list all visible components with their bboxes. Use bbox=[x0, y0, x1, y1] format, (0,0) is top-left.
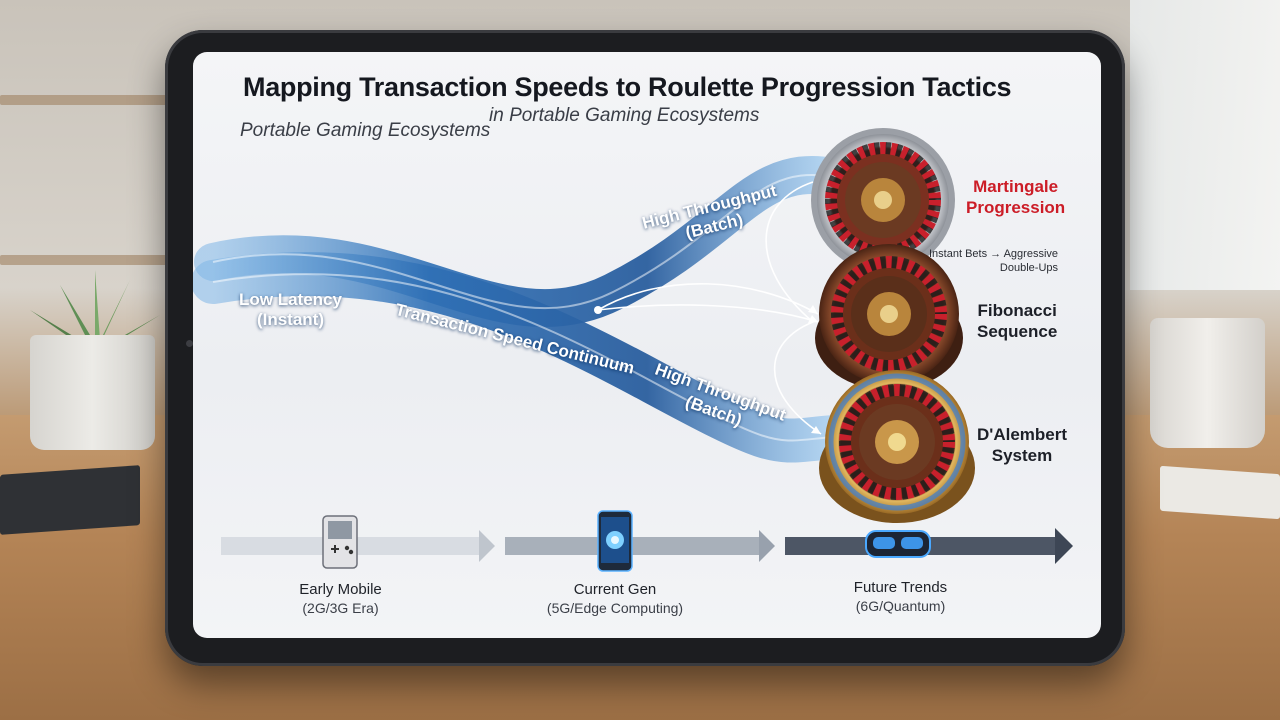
page-title: Mapping Transaction Speeds to Roulette P… bbox=[243, 72, 1012, 102]
roulette-wheel-icon bbox=[819, 370, 975, 523]
coffee-mug bbox=[1150, 318, 1265, 448]
tablet-screen: Mapping Transaction Speeds to Roulette P… bbox=[193, 52, 1101, 638]
fibonacci-sub: Sequence bbox=[977, 322, 1058, 341]
low-latency-sub: (Instant) bbox=[256, 310, 324, 329]
era-future-trends-sub: (6G/Quantum) bbox=[855, 598, 946, 614]
martingale-note: Instant Bets → Aggressive Double-Ups bbox=[929, 247, 1058, 275]
martingale-note-line2: Double-Ups bbox=[999, 262, 1059, 274]
low-latency-title: Low Latency bbox=[239, 290, 342, 309]
notebook bbox=[0, 465, 140, 535]
martingale-sub: Progression bbox=[966, 198, 1066, 217]
window bbox=[1130, 0, 1280, 290]
low-latency-label: Low Latency (Instant) bbox=[239, 290, 342, 330]
shelf bbox=[0, 95, 200, 105]
martingale-title: Martingale bbox=[973, 177, 1059, 196]
subtitle-right: in Portable Gaming Ecosystems bbox=[489, 105, 760, 126]
smartphone-icon bbox=[597, 510, 633, 572]
martingale-label: Martingale Progression bbox=[966, 176, 1065, 218]
fibonacci-title: Fibonacci bbox=[977, 301, 1057, 320]
dalembert-sub: System bbox=[991, 446, 1053, 465]
era-current-gen-title: Current Gen bbox=[573, 581, 657, 598]
roulette-wheel-icon bbox=[815, 244, 963, 390]
era-early-mobile: Early Mobile (2G/3G Era) bbox=[283, 580, 398, 618]
dalembert-title: D'Alembert bbox=[977, 425, 1068, 444]
era-current-gen-sub: (5G/Edge Computing) bbox=[546, 600, 684, 616]
roulette-wheel-icon bbox=[811, 128, 955, 272]
fibonacci-label: Fibonacci Sequence bbox=[977, 300, 1057, 342]
notebook bbox=[1160, 465, 1280, 520]
era-future-trends-title: Future Trends bbox=[853, 579, 948, 596]
handheld-console-icon bbox=[322, 515, 358, 569]
era-current-gen: Current Gen (5G/Edge Computing) bbox=[530, 580, 700, 618]
subtitle-left: Portable Gaming Ecosystems bbox=[240, 120, 491, 141]
shelf bbox=[0, 255, 200, 265]
era-early-mobile-sub: (2G/3G Era) bbox=[302, 600, 379, 616]
flow-diagram bbox=[193, 128, 1073, 572]
plant-pot bbox=[30, 335, 155, 450]
vr-headset-icon bbox=[865, 530, 931, 558]
connector-arrows bbox=[597, 181, 822, 435]
camera-dot bbox=[186, 340, 193, 347]
dalembert-label: D'Alembert System bbox=[977, 424, 1067, 466]
era-future-trends: Future Trends (6G/Quantum) bbox=[828, 578, 973, 616]
martingale-note-line1: Instant Bets → Aggressive bbox=[929, 248, 1059, 260]
era-early-mobile-title: Early Mobile bbox=[299, 581, 382, 598]
